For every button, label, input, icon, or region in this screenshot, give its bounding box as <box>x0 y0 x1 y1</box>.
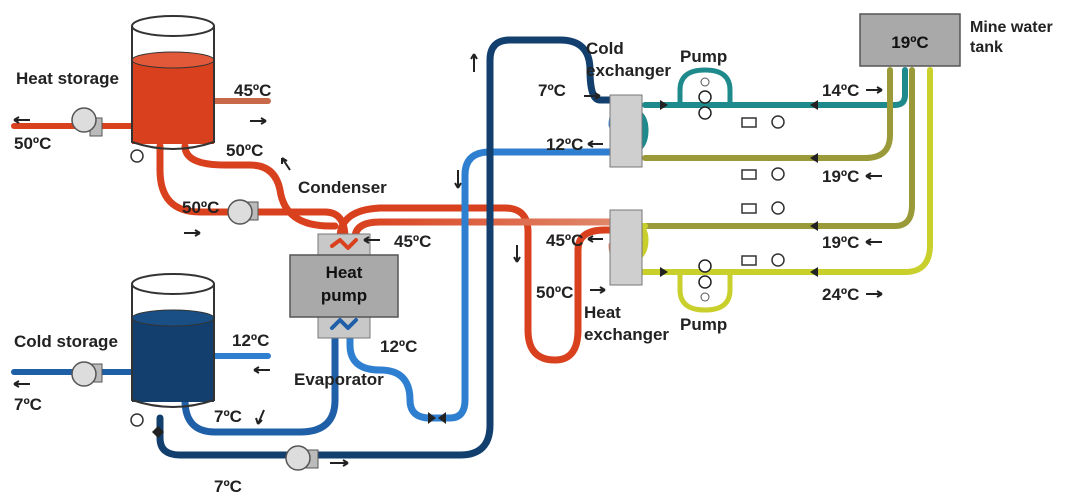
pump-bottom-loop <box>677 269 733 313</box>
cold-storage-label: Cold storage <box>14 332 118 351</box>
mine-tank-label-line2: tank <box>970 39 1003 56</box>
mine-pump-top <box>698 77 712 120</box>
mine-teal-pipe <box>642 67 908 108</box>
temp-cx-in: 7ºC <box>538 81 566 100</box>
cold-exchanger-box <box>609 94 643 168</box>
mine-water-tank <box>859 13 961 67</box>
mine-olive-lower-pipe <box>642 67 915 229</box>
evaporator-supply-pipe <box>181 316 339 436</box>
cold-storage-sensor <box>130 413 144 427</box>
temp-hx-out: 45ºC <box>546 231 583 250</box>
temp-cs-in: 12ºC <box>232 331 269 350</box>
condenser-to-hx-pipe <box>336 204 616 364</box>
temp-hs-out: 50ºC <box>14 134 51 153</box>
evaporator-block <box>317 315 371 339</box>
mine-tank-label-line1: Mine water <box>970 19 1053 36</box>
cold-loop-dark-pipe <box>156 36 616 459</box>
pump-top-label: Pump <box>680 47 727 66</box>
condenser-coil <box>330 238 358 250</box>
cold-exchanger-label-line2: exchanger <box>586 61 671 80</box>
mine-valves <box>741 115 785 267</box>
heat-storage-sensor <box>130 149 144 163</box>
cold-exchanger-label-line1: Cold <box>586 39 624 58</box>
temp-cs-out: 7ºC <box>14 395 42 414</box>
cold-storage-tank <box>131 273 215 408</box>
pump-top-loop <box>677 67 733 108</box>
mine-tank-temp: 19ºC <box>891 33 928 52</box>
temp-evap-out: 7ºC <box>214 407 242 426</box>
cold-storage-pump <box>71 361 103 387</box>
temp-hx-in: 50ºC <box>536 283 573 302</box>
heat-exchanger-label-line2: exchanger <box>584 325 669 344</box>
evaporator-coil <box>330 318 358 330</box>
temp-cx-out: 12ºC <box>546 135 583 154</box>
temp-hs-in: 45ºC <box>234 81 271 100</box>
cold-loop-pump <box>285 445 319 471</box>
temp-cond-out: 45ºC <box>394 232 431 251</box>
flow-arrows <box>13 53 883 467</box>
heat-storage-label: Heat storage <box>16 69 119 88</box>
heat-exchanger-label-line1: Heat <box>584 303 621 322</box>
temp-mw-14: 14ºC <box>822 81 859 100</box>
pump-bottom-label: Pump <box>680 315 727 334</box>
mine-olive-upper-pipe <box>642 67 893 161</box>
heat-pump-box <box>289 254 399 318</box>
temp-evap-in: 12ºC <box>380 337 417 356</box>
evaporator-return-pipe <box>346 148 616 422</box>
heat-pump-label-line1: Heat <box>326 263 363 282</box>
temp-mw-19b: 19ºC <box>822 233 859 252</box>
temp-cond-in: 50ºC <box>182 198 219 217</box>
heat-storage-pump <box>71 107 103 137</box>
temp-mw-19a: 19ºC <box>822 167 859 186</box>
condenser-return-pipe <box>181 142 339 230</box>
mine-lime-pipe <box>642 67 933 275</box>
temp-mw-24: 24ºC <box>822 285 859 304</box>
temp-hs-return: 50ºC <box>226 141 263 160</box>
condenser-label: Condenser <box>298 178 387 197</box>
heat-storage-tank <box>131 15 215 150</box>
heat-exchanger-box <box>609 209 643 286</box>
temp-cs-bottom: 7ºC <box>214 477 242 496</box>
evaporator-label: Evaporator <box>294 370 384 389</box>
check-valves <box>152 100 818 438</box>
mine-pump-bottom <box>698 259 712 302</box>
condenser-pump <box>227 199 259 225</box>
heat-pump-label-line2: pump <box>321 286 367 305</box>
